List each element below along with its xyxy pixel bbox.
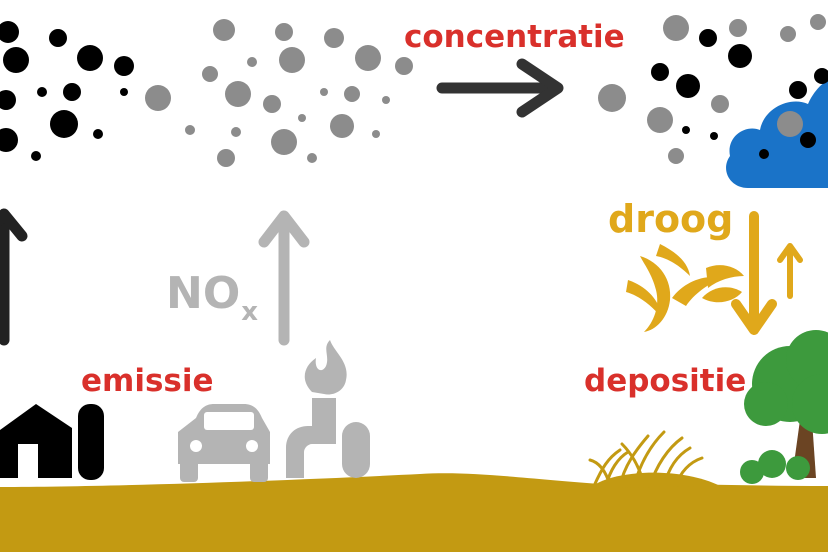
tree-icon xyxy=(740,330,828,484)
car-icon xyxy=(178,404,270,482)
nox-label: NOx xyxy=(166,272,258,326)
droog-label: droog xyxy=(608,197,734,241)
concentration-arrow xyxy=(436,58,564,118)
cloud-icon xyxy=(726,80,828,188)
particles-right xyxy=(598,14,828,164)
concentratie-label: concentratie xyxy=(404,19,625,55)
depositie-label: depositie xyxy=(584,363,747,399)
ground xyxy=(0,473,828,552)
nox-label-subscript: x xyxy=(241,297,259,327)
emissie-label: emissie xyxy=(81,363,214,399)
black-emission-arrow xyxy=(0,208,28,346)
gray-particles-middle xyxy=(145,19,413,167)
nox-emission-arrow xyxy=(258,210,310,346)
wind-leaves-icon xyxy=(626,244,744,332)
dry-deposition-arrows xyxy=(731,211,803,335)
farm-barn-icon xyxy=(0,404,104,480)
grass-mound xyxy=(590,472,720,488)
black-particles-left xyxy=(0,21,134,161)
factory-icon xyxy=(286,340,370,478)
nox-label-main: NO xyxy=(166,268,241,319)
